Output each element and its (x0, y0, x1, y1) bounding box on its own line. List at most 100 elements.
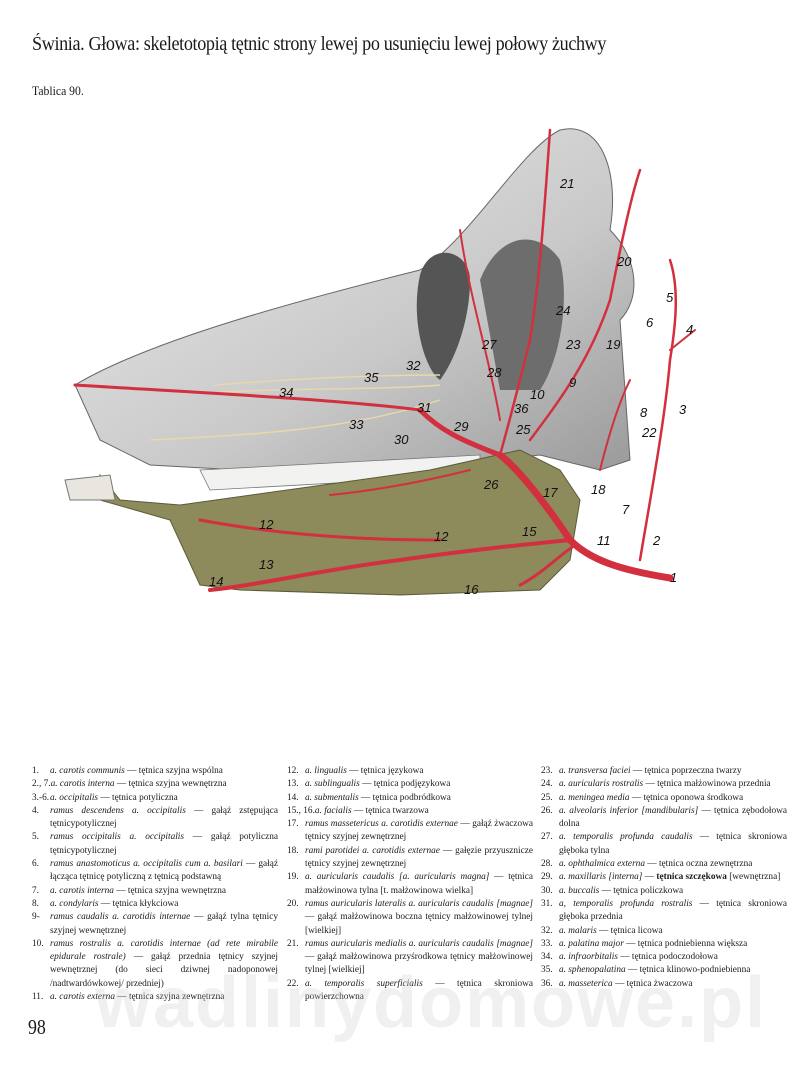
figure-label: 27 (481, 337, 497, 352)
legend-latin: a. occipitalis (50, 792, 99, 803)
legend-polish: gałąź przednia tętnicy szyjnej wewnętrzn… (50, 952, 278, 989)
figure-label: 25 (515, 422, 531, 437)
legend-number: 25. (541, 792, 553, 803)
legend-number: 21. (287, 938, 299, 949)
figure-label: 18 (591, 482, 606, 497)
legend-polish: gałęzie przyusznicze tętnicy szyjnej zew… (305, 845, 533, 870)
legend-entry: 11.a. carotis externa — tętnica szyjna z… (32, 991, 278, 1004)
legend-entry: 14.a. submentalis — tętnica podbródkowa (287, 792, 533, 805)
legend-latin: a. temporalis profunda caudalis (559, 832, 693, 843)
legend-number: 36. (541, 978, 553, 989)
legend-polish: tętnica małżowinowa tylna [t. małżowinow… (305, 872, 533, 896)
legend-polish: tętnica oponowa środkowa (643, 792, 744, 803)
legend-latin: a, temporalis profunda rostralis (559, 898, 693, 909)
legend-entry: 31.a, temporalis profunda rostralis — tę… (541, 898, 787, 923)
legend-polish: gałąź żwaczowa tętnicy szyjnej zewnętrzn… (305, 819, 533, 843)
legend-polish: tętnica policzkowa (613, 885, 684, 896)
legend-column-1: 1.a. carotis communis — tętnica szyjna w… (32, 765, 278, 1004)
legend-number: 3.-6. (32, 792, 50, 803)
legend-entry: 32.a. malaris — tętnica licowa (541, 925, 787, 938)
figure-label: 23 (565, 337, 581, 352)
figure-label: 15 (522, 524, 537, 539)
legend-latin: a. maxillaris [interna] (559, 872, 643, 883)
plate-number: Tablica 90. (32, 83, 84, 98)
legend-entry: 20.ramus auricularis lateralis a. auricu… (287, 898, 533, 936)
figure-label: 16 (464, 582, 479, 597)
legend-latin: rami parotidei a. carotidis externae (305, 845, 440, 856)
legend-entry: 13.a. sublingualis — tętnica podjęzykowa (287, 778, 533, 791)
legend-number: 9- (32, 912, 40, 923)
legend-polish: tętnica poprzeczna twarzy (644, 766, 742, 776)
legend-polish: gałąź tylna tętnicy szyjnej wewnętrznej (50, 912, 279, 936)
legend-latin: a. carotis interna (50, 885, 114, 896)
legend-number: 26. (541, 805, 553, 816)
legend-number: 33. (541, 938, 553, 949)
legend-entry: 26. a. alveolaris inferior [mandibularis]… (541, 805, 787, 830)
legend-entry: 2., 7.a. carotis interna — tętnica szyjn… (32, 778, 278, 791)
page-title: Świnia. Głowa: skeletotopią tętnic stron… (32, 34, 607, 55)
legend-entry: 12.a. lingualis — tętnica językowa (287, 765, 533, 778)
legend-entry: 24.a. auricularis rostralis — tętnica ma… (541, 778, 787, 791)
legend-latin: a. alveolaris inferior [mandibularis] (559, 805, 699, 816)
figure-label: 30 (394, 432, 409, 447)
legend-number: 4. (32, 805, 39, 816)
figure-label: 20 (616, 254, 632, 269)
legend-polish: tętnica szyjna wewnętrzna (127, 885, 227, 896)
legend-entry: 1.a. carotis communis — tętnica szyjna w… (32, 765, 278, 778)
figure-label: 5 (666, 290, 674, 305)
legend-polish: tętnica skroniowa głęboka tylna (559, 832, 788, 856)
legend-latin: a. masseterica (559, 978, 613, 989)
legend-latin: a. lingualis (305, 766, 347, 776)
legend-entry: 21.ramus auricularis medialis a. auricul… (287, 938, 533, 976)
skull (74, 128, 635, 471)
legend-latin: a. carotis externa (50, 992, 115, 1003)
legend-entry: 6.ramus anastomoticus a. occipitalis cum… (32, 859, 278, 883)
figure-label: 19 (606, 337, 620, 352)
legend-entry: 22.a. temporalis superficialis — tętnica… (287, 978, 534, 1003)
legend-number: 27. (541, 832, 553, 843)
figure-label: 36 (514, 401, 529, 416)
legend-entry: 7.a. carotis interna — tętnica szyjna we… (32, 885, 278, 898)
legend-number: 13. (287, 779, 299, 790)
legend-number: 5. (32, 832, 39, 843)
legend-latin: ramus caudalis a. carotidis internae (50, 912, 191, 923)
legend-polish: tętnica twarzowa (365, 805, 429, 816)
legend-latin: ramus auricularis lateralis a. auricular… (305, 898, 533, 909)
legend-polish: tętnica szyjna zewnętrzna (128, 992, 225, 1003)
legend-latin: a. ophthalmica externa (559, 859, 645, 870)
legend-polish: tętnica żwaczowa (626, 978, 693, 989)
legend-number: 28. (541, 859, 553, 870)
incisors (64, 474, 116, 501)
figure-label: 28 (486, 365, 502, 380)
legend-latin: a. malaris (559, 925, 597, 936)
legend-entry: 29.a. maxillaris [interna] — tętnica szc… (541, 871, 787, 884)
figure-label: 29 (453, 419, 468, 434)
legend-number: 30. (541, 885, 553, 896)
figure-label: 6 (646, 315, 654, 330)
legend-polish: tętnica podjęzykowa (373, 779, 451, 790)
legend-number: 19. (287, 872, 299, 883)
legend-polish: tętnica podniebienna większa (637, 938, 748, 949)
figure-label: 12 (259, 517, 274, 532)
legend-entry: 18.rami parotidei a. carotidis externae … (287, 845, 533, 870)
legend-polish: tętnica szyjna wspólna (138, 766, 223, 776)
legend-number: 8. (32, 898, 39, 909)
legend-polish: tętnica podoczodołowa (631, 952, 718, 963)
legend-entry: 10.ramus rostralis a. carotidis internae… (32, 938, 278, 989)
legend-number: 11. (32, 992, 44, 1003)
figure-label: 32 (406, 358, 421, 373)
legend-number: 7. (32, 885, 39, 896)
legend-entry: 30.a. buccalis — tętnica policzkowa (541, 885, 787, 898)
legend-polish: tętnica szczękowa (656, 872, 727, 883)
legend-polish: gałąź małżowinowa przyśrodkowa tętnicy m… (305, 952, 533, 976)
orbit (416, 252, 470, 380)
legend-latin: a. palatina major (559, 938, 624, 949)
figure-label: 14 (209, 574, 223, 589)
legend-polish: gałąź potyliczna tętnicypotylicznej (50, 832, 278, 856)
figure-label: 31 (417, 400, 431, 415)
figure-label: 11 (597, 533, 611, 548)
legend-polish: tętnica językowa (360, 766, 424, 776)
legend-entry: 5.ramus occipitalis a. occipitalis — gał… (32, 832, 278, 856)
legend-number: 1. (32, 766, 39, 776)
